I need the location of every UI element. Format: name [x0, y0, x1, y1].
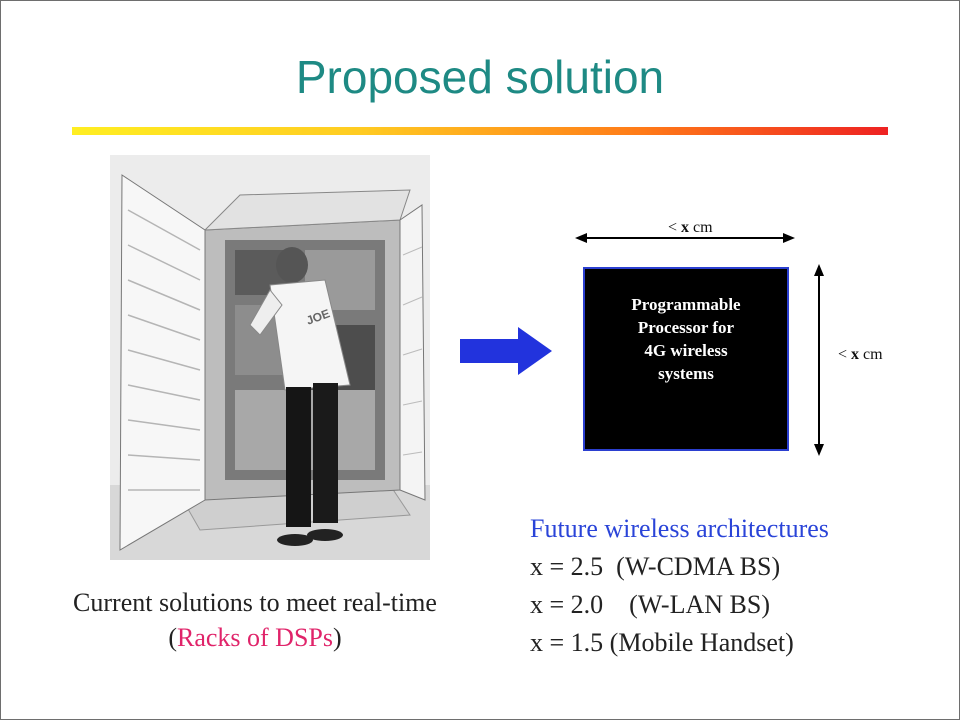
width-unit: cm — [693, 219, 713, 236]
future-item-handset: x = 1.5 (Mobile Handset) — [530, 628, 794, 657]
future-item-wlan: x = 2.0 (W-LAN BS) — [530, 590, 770, 619]
height-dimension-label: < x cm — [838, 346, 883, 364]
caption-close-paren: ) — [333, 623, 342, 652]
future-heading: Future wireless architectures — [530, 514, 829, 543]
processor-line-3: 4G wireless — [644, 341, 728, 360]
width-dimension-arrow — [575, 233, 795, 243]
width-prefix: < — [668, 219, 678, 236]
height-prefix: < — [838, 346, 848, 363]
right-arrow-icon — [460, 327, 552, 375]
caption-line-1: Current solutions to meet real-time — [73, 588, 437, 617]
processor-line-1: Programmable — [631, 295, 741, 314]
slide-title: Proposed solution — [295, 51, 665, 103]
height-unit: cm — [863, 346, 883, 363]
title-underline — [72, 127, 888, 135]
cabinet-photo — [110, 155, 430, 560]
processor-line-4: systems — [658, 364, 714, 383]
width-dimension-label: < x cm — [668, 219, 713, 237]
future-item-wcdma: x = 2.5 (W-CDMA BS) — [530, 552, 781, 581]
height-dimension-arrow — [814, 264, 824, 456]
processor-line-2: Processor for — [637, 318, 735, 337]
width-var: x — [681, 219, 690, 236]
caption-open-paren: ( — [168, 623, 177, 652]
future-architectures: Future wireless architectures x = 2.5 (W… — [530, 510, 829, 662]
processor-box: Programmable Processor for 4G wireless s… — [583, 267, 789, 451]
photo-caption: Current solutions to meet real-time (Rac… — [20, 585, 490, 655]
height-var: x — [851, 346, 860, 363]
caption-line-2: (Racks of DSPs) — [20, 620, 490, 655]
caption-highlight: Racks of DSPs — [176, 623, 333, 652]
